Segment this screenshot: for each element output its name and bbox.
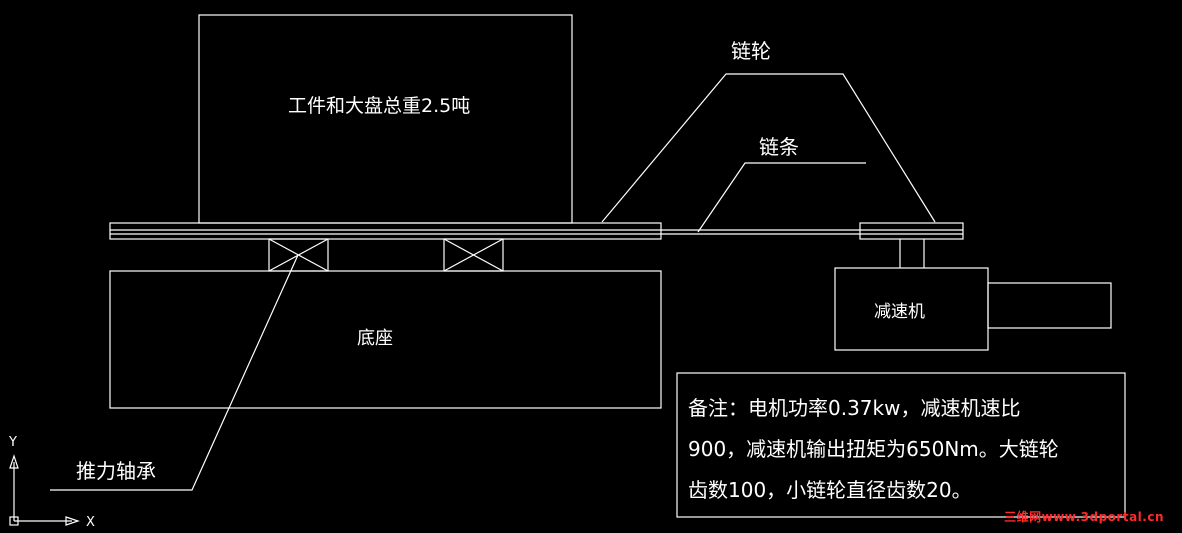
reducer-label: 减速机 xyxy=(874,302,925,322)
note-line-2: 900，减速机输出扭矩为650Nm。大链轮 xyxy=(688,437,1059,461)
thrust-bearing-right xyxy=(443,238,504,272)
note-box xyxy=(676,372,1126,518)
small-sprocket-plate xyxy=(859,222,964,240)
thrust-bearing-left xyxy=(268,238,329,272)
thrust-bearing-leader xyxy=(50,254,299,491)
turntable-plate xyxy=(109,222,662,240)
workpiece-block xyxy=(198,14,573,224)
axis-y-label: Y xyxy=(8,435,17,450)
watermark: 三维网www.3dportal.cn xyxy=(1004,510,1164,524)
ucs-axis-icon xyxy=(9,454,80,526)
chain-leader xyxy=(697,162,866,233)
motor-block xyxy=(987,282,1112,329)
axis-x-label: X xyxy=(86,515,95,530)
workpiece-label: 工件和大盘总重2.5吨 xyxy=(288,95,470,117)
note-line-1: 备注：电机功率0.37kw，减速机速比 xyxy=(688,396,1020,420)
sprocket-label: 链轮 xyxy=(731,39,771,63)
base-block xyxy=(109,270,662,409)
sprocket-leader xyxy=(601,73,936,223)
thrust-bearing-label: 推力轴承 xyxy=(76,459,156,483)
note-line-3: 齿数100，小链轮直径齿数20。 xyxy=(688,478,972,502)
base-label: 底座 xyxy=(357,328,393,349)
chain-label: 链条 xyxy=(759,135,799,159)
